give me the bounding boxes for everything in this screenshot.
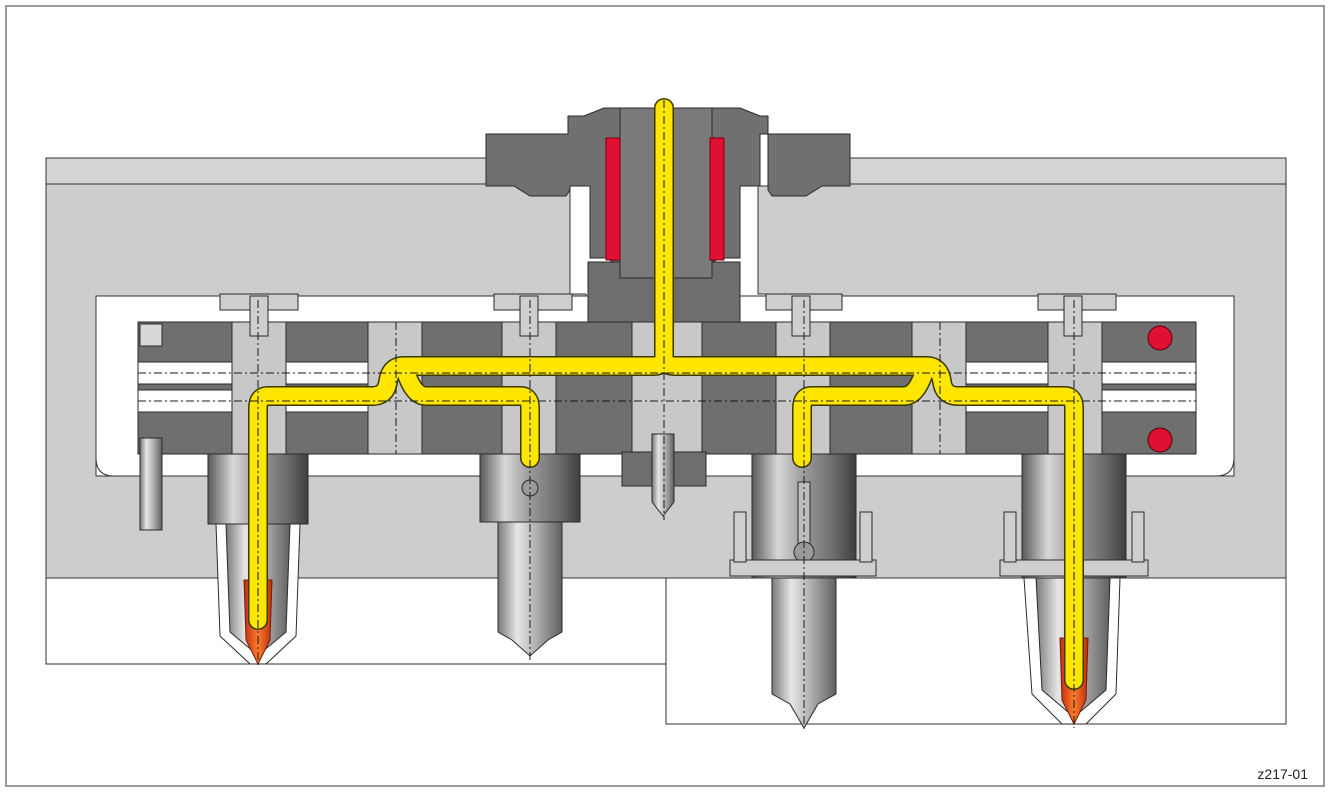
heater-band-right [709, 137, 725, 261]
heater-band-left [605, 137, 621, 261]
cavity-plate-right [665, 577, 1287, 725]
top-plate-left-strip [45, 157, 487, 185]
plug-top-right [1147, 325, 1173, 351]
center-pin [651, 433, 675, 517]
plug-bottom-right [1147, 427, 1173, 453]
melt-channels [248, 98, 1084, 690]
nozzle-3 [729, 453, 877, 729]
manifold-corner-block [139, 323, 163, 347]
top-plate-right-strip [849, 157, 1287, 185]
figure-code-label: z217-01 [1257, 766, 1308, 782]
cavity-plate-left [45, 577, 669, 665]
centerlines [138, 100, 1196, 732]
dowel-pin-left [139, 437, 163, 531]
